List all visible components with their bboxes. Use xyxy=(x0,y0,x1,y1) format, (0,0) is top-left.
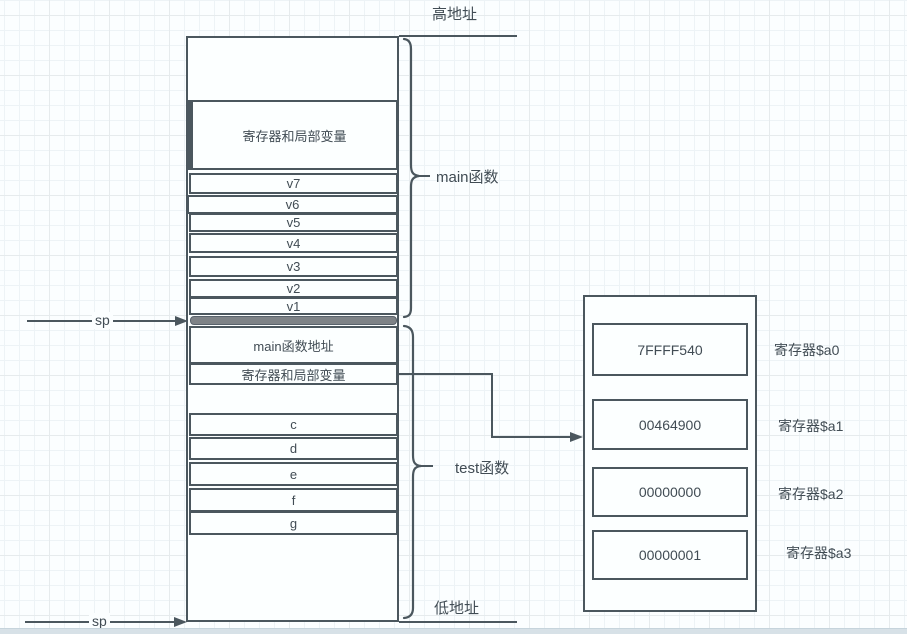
stack-row-d[interactable]: d xyxy=(189,437,398,460)
stack-row-g[interactable]: g xyxy=(189,511,398,535)
register-a0-value-box[interactable]: 7FFFF540 xyxy=(592,323,748,376)
register-a2-value-box[interactable]: 00000000 xyxy=(592,467,748,517)
register-a2-label: 寄存器$a2 xyxy=(778,486,844,502)
stack-row-c[interactable]: c xyxy=(189,413,398,436)
main-frame-registers-box[interactable]: 寄存器和局部变量 xyxy=(188,100,398,170)
register-a3-value-box[interactable]: 00000001 xyxy=(592,530,748,580)
stack-pointer-bar[interactable] xyxy=(190,316,397,325)
test-frame-registers-box[interactable]: 寄存器和局部变量 xyxy=(189,363,398,385)
stack-row-v6[interactable]: v6 xyxy=(187,195,398,214)
stack-row-v5[interactable]: v5 xyxy=(189,213,398,232)
registers-connector-line[interactable] xyxy=(399,373,571,438)
stack-row-v4[interactable]: v4 xyxy=(189,233,398,253)
test-frame-return-address-box[interactable]: main函数地址 xyxy=(189,326,398,364)
stack-row-e[interactable]: e xyxy=(189,462,398,486)
stack-row-f[interactable]: f xyxy=(189,488,398,512)
register-a0-label: 寄存器$a0 xyxy=(774,342,840,358)
horizontal-scrollbar[interactable] xyxy=(0,628,907,634)
sp-top-label: sp xyxy=(92,312,113,329)
register-a1-label: 寄存器$a1 xyxy=(778,418,844,434)
high-address-label: 高地址 xyxy=(432,6,478,23)
test-function-label: test函数 xyxy=(455,460,510,477)
register-a1-value-box[interactable]: 00464900 xyxy=(592,399,748,450)
register-a3-label: 寄存器$a3 xyxy=(786,545,852,561)
stack-row-v3[interactable]: v3 xyxy=(189,256,398,277)
main-function-brace[interactable] xyxy=(402,37,420,319)
main-function-label: main函数 xyxy=(436,169,499,186)
test-function-brace[interactable] xyxy=(402,324,422,620)
stack-row-v2[interactable]: v2 xyxy=(189,279,398,298)
registers-connector-arrowhead-icon xyxy=(570,432,583,442)
stack-row-v7[interactable]: v7 xyxy=(189,173,398,194)
sp-bottom-label: sp xyxy=(89,613,110,630)
stack-row-v1[interactable]: v1 xyxy=(189,297,398,315)
low-address-label: 低地址 xyxy=(434,600,480,617)
